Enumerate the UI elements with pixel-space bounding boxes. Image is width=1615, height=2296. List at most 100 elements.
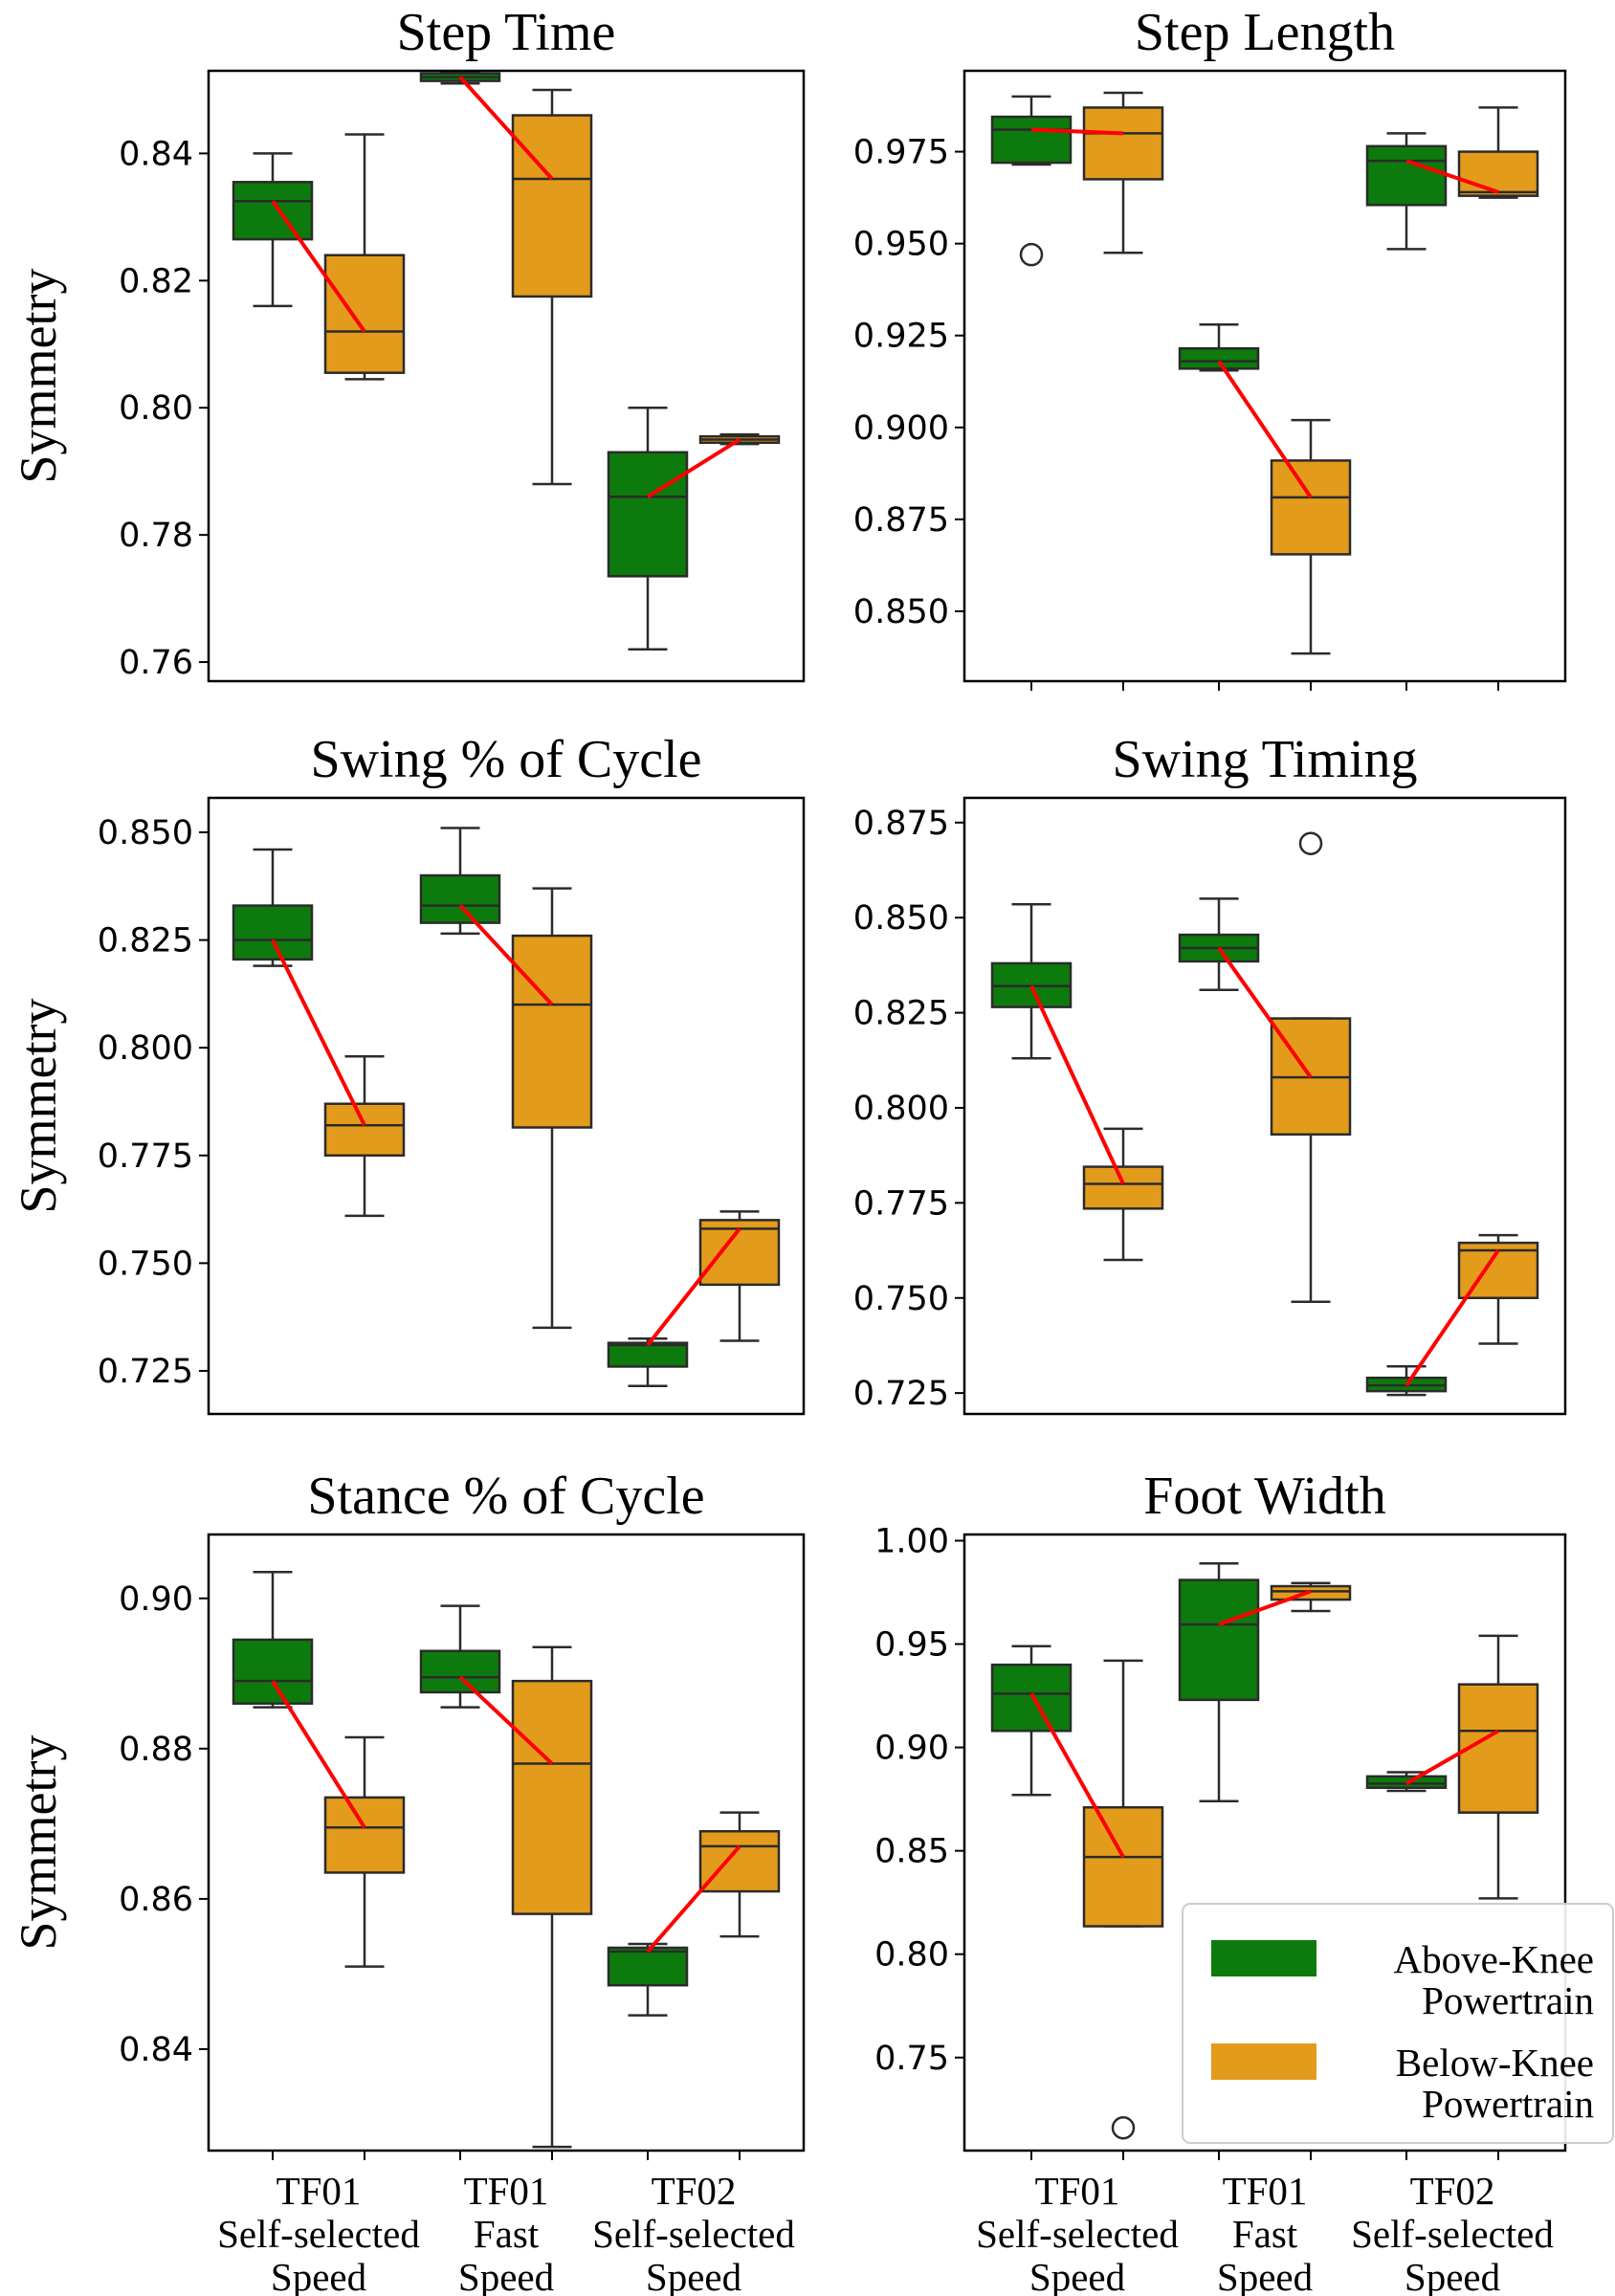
box-above-0 (232, 1571, 314, 1709)
x-tick-label-line: Speed (1029, 2255, 1125, 2296)
box-body (1178, 1578, 1260, 1702)
mean-connector-line (1029, 984, 1125, 1185)
box-body (323, 1102, 406, 1158)
box-body (511, 1679, 593, 1915)
plot-frame (962, 69, 1567, 683)
box-above-0 (990, 903, 1073, 1060)
x-tick-label-line: Speed (458, 2255, 554, 2296)
y-tick-label: 0.88 (119, 1731, 193, 1769)
box-body (698, 1219, 781, 1287)
legend-label-line: Powertrain (1422, 2082, 1594, 2126)
box-body (607, 1341, 689, 1368)
panel-title: Step Length (1135, 3, 1395, 62)
y-tick-label: 0.800 (98, 1029, 193, 1068)
x-tick-label-line: Self-selected (592, 2212, 795, 2256)
box-body (607, 451, 689, 578)
y-axis-label: Symmetry (10, 999, 67, 1214)
y-tick-label: 0.85 (874, 1833, 949, 1871)
box-body (419, 1649, 501, 1694)
x-tick-label-line: TF01 (277, 2169, 362, 2213)
mean-connector-line (1405, 159, 1499, 194)
panel-title: Step Time (397, 3, 616, 62)
x-tick-label-line: TF02 (652, 2169, 737, 2213)
y-tick-label: 0.825 (853, 995, 949, 1033)
box-below-1 (511, 88, 593, 486)
box-above-1 (419, 1604, 501, 1709)
box-body (607, 1946, 689, 1987)
box-above-1 (419, 827, 501, 936)
y-tick-label: 0.850 (853, 593, 949, 631)
mean-connector-line (1405, 1729, 1499, 1786)
box-above-2 (1365, 132, 1448, 251)
mean-connector-line (646, 437, 741, 498)
plot-frame (207, 1533, 806, 2152)
x-tick-label-line: Self-selected (976, 2212, 1179, 2256)
box-below-1 (511, 1645, 593, 2149)
y-tick-label: 0.84 (119, 135, 193, 173)
box-below-0 (323, 1735, 406, 1968)
box-body (1457, 1683, 1539, 1814)
mean-connector-line (1405, 1248, 1500, 1387)
box-below-1 (1270, 831, 1352, 1303)
y-tick-label: 0.875 (853, 501, 949, 540)
outlier-point (1298, 831, 1323, 855)
outlier-point (1111, 2115, 1136, 2140)
x-tick-label-line: TF01 (1223, 2169, 1308, 2213)
plot-frame (207, 796, 806, 1416)
panel-step-length: Step Length0.8500.8750.9000.9250.9500.97… (853, 3, 1567, 691)
box-body (1082, 1165, 1164, 1210)
box-above-0 (990, 1645, 1073, 1797)
box-body (323, 1796, 406, 1874)
y-tick-label: 0.90 (874, 1730, 949, 1768)
box-body (323, 254, 406, 374)
plot-frame (962, 796, 1567, 1416)
y-tick-label: 0.725 (853, 1375, 949, 1413)
y-tick-label: 0.900 (853, 409, 949, 448)
mean-connector-line (458, 76, 554, 181)
panel-title: Swing Timing (1112, 730, 1417, 789)
mean-connector-line (458, 904, 554, 1006)
y-tick-label: 0.800 (853, 1090, 949, 1128)
outlier-point (1019, 242, 1044, 267)
y-tick-label: 0.75 (874, 2040, 949, 2078)
box-below-0 (323, 133, 406, 381)
mean-connector-line (1218, 1589, 1312, 1626)
y-tick-label: 1.00 (874, 1522, 949, 1560)
y-axis-label: Symmetry (10, 269, 67, 484)
mean-connector-line (1030, 127, 1124, 136)
box-above-2 (607, 1942, 689, 2017)
y-tick-label: 0.78 (119, 517, 193, 555)
x-tick-label-line: Fast (1232, 2212, 1298, 2256)
box-above-1 (1178, 1562, 1260, 1803)
y-tick-label: 0.90 (119, 1580, 193, 1619)
panel-swing-of-cycle: Swing % of CycleSymmetry0.7250.7500.7750… (10, 730, 806, 1416)
box-body (1082, 1806, 1164, 1928)
y-tick-label: 0.76 (119, 644, 193, 682)
mean-connector-line (458, 1675, 554, 1765)
panel-stance-of-cycle: Stance % of CycleSymmetry0.840.860.880.9… (10, 1467, 806, 2296)
legend-label-line: Powertrain (1422, 1978, 1594, 2022)
mean-connector-line (1217, 360, 1313, 498)
mean-connector-line (271, 200, 366, 333)
box-body (232, 904, 314, 961)
box-above-2 (1365, 1365, 1448, 1397)
box-body (511, 934, 593, 1129)
box-below-2 (1457, 106, 1539, 199)
y-tick-label: 0.775 (98, 1137, 193, 1176)
panel-title: Foot Width (1143, 1467, 1385, 1526)
y-tick-label: 0.825 (98, 922, 193, 960)
box-above-0 (990, 95, 1073, 267)
box-body (1365, 144, 1448, 207)
box-below-1 (1270, 418, 1352, 655)
box-body (511, 114, 593, 298)
box-above-0 (232, 848, 314, 967)
box-above-2 (607, 406, 689, 651)
mean-connector-line (1029, 1692, 1125, 1859)
